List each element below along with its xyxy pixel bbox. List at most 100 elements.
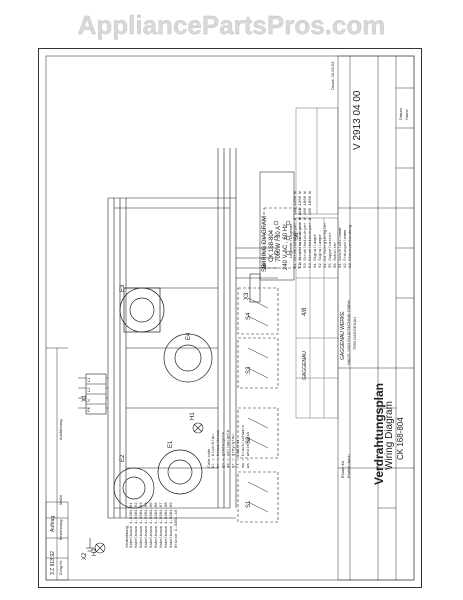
wiring-list-item: Kabelbaum 1-9381-08	[165, 502, 169, 548]
label-x3: X3	[244, 292, 250, 300]
color-code-item: ge = yellow/gelb	[227, 429, 231, 468]
strip-version: Ausführung	[58, 419, 63, 440]
ground-symbols	[86, 538, 94, 552]
label-s5: S5	[262, 264, 268, 272]
connector-x3	[249, 273, 261, 303]
label-h2: H2	[92, 548, 98, 556]
label-s6: S6	[294, 232, 300, 240]
legend-title: Legende / Legende	[288, 223, 293, 258]
header-box	[259, 171, 295, 281]
wiring-list-item: Brücke 1-9381-10	[175, 509, 179, 548]
title-en: Wiring Diagram	[384, 401, 395, 470]
wiring-list-item: Kabelbaum 1-9381-03	[140, 502, 144, 548]
strip-order-no: 3 Z 913 92	[50, 551, 56, 575]
switch-s1	[237, 471, 279, 523]
legend-item: S1-S4 Energieregler	[324, 222, 328, 268]
legend-item: X3 Steckverbindung	[349, 224, 353, 268]
wiring-list-item: Kabelbaum 1-9381-09	[170, 502, 174, 548]
label-h1: H1	[190, 412, 196, 420]
switch-s5-s6	[263, 207, 301, 269]
wiring-list-item: Kabelbaum 1-9381-02	[135, 502, 139, 548]
date-label: Datum	[398, 108, 403, 120]
label-e3: E3	[120, 284, 126, 292]
label-x2: X2	[82, 552, 88, 560]
element-e3	[119, 287, 165, 333]
watermark: AppliancePartsPros.com	[77, 10, 386, 40]
legend-item: X2 Erdungsklemme	[344, 229, 348, 268]
lamp-h2	[94, 542, 106, 554]
wiring-diagram-sheet	[38, 48, 422, 588]
printed-date: Druck: 25.03.94	[330, 61, 335, 90]
schematic	[78, 148, 278, 519]
header-line-2: CK 168-804	[269, 229, 275, 262]
terminal-block-x1	[85, 373, 107, 415]
element-e1	[157, 449, 203, 495]
label-s4: S4	[246, 312, 252, 320]
signature-mark: 4/8	[302, 307, 308, 316]
legend-item: E2 Strahlheizkörper Ø 145 1200 W	[299, 191, 303, 268]
signal-lamps	[94, 422, 204, 554]
s5-contacts	[273, 220, 291, 256]
legend-item: E3 Strahlheizkörper Ø 180 1800 W	[304, 191, 308, 268]
lamp-h1	[192, 422, 204, 434]
label-s3: S3	[246, 366, 252, 374]
label-e1: E1	[168, 440, 174, 448]
title-model: CK 168-804	[396, 417, 405, 460]
color-code-item: bl = blue/blau	[212, 434, 216, 468]
bottom-strip	[45, 347, 69, 581]
terminal-n: N	[86, 399, 91, 402]
label-s1: S1	[246, 500, 252, 508]
wiring-list-item: Kabelbaum 1-9381-05	[150, 502, 154, 548]
switch-s3	[237, 337, 279, 389]
legend-item: S6 Schalter	[334, 241, 338, 268]
color-code-item: gr = grey/grau	[232, 434, 236, 468]
company-line-3: 7560 GAGGENAU	[352, 316, 357, 350]
revision-grid	[295, 107, 339, 419]
company-line-2: HAUS- UND FLUGTECHNIK GMBH	[346, 300, 351, 365]
element-e4	[163, 333, 213, 383]
label-e2: E2	[120, 454, 126, 462]
color-code-item: sw = black/schwarz	[242, 424, 246, 468]
terminal-l2: L2	[86, 387, 91, 392]
terminal-pe: PE	[86, 406, 91, 412]
outer-frame	[38, 48, 422, 588]
legend-item: E1 Strahlheizkörper Ø 145 1200 W	[294, 191, 298, 268]
switch-contacts	[247, 297, 269, 513]
label-e4: E4	[186, 332, 192, 340]
color-code-item: rt = red/rot	[237, 439, 241, 468]
strip-order: Auftrag	[50, 515, 56, 532]
name-label: Name	[404, 109, 409, 120]
strip-drawing-no: Zchg.Nr.	[58, 559, 63, 575]
wiring-list-item: Kabelbaum 1-9381-01	[130, 502, 134, 548]
wiring-list-item: Kabelbaum 1-9381-07	[160, 502, 164, 548]
legend-item: H1 Signallampe	[314, 234, 318, 268]
replaces-label: Ersatz für	[340, 460, 345, 478]
wiring-list-title: Verdrahtung	[124, 526, 129, 548]
switch-s4	[237, 287, 279, 335]
legend-item: E4 Strahlheizkörper Ø 180 1800 W	[309, 191, 313, 268]
title-block	[337, 55, 415, 581]
color-code-item: br = brown/braun	[217, 429, 221, 468]
strip-dimensions: Maße	[58, 494, 63, 505]
switch-blocks	[237, 287, 279, 523]
legend-item: X1 Anschlußklemme	[339, 227, 343, 268]
legend-item: S5 Doppeltaster	[329, 231, 333, 268]
header-line-1: WIRING DIAGRAM	[262, 216, 268, 268]
legend-item: H2 Signallampe	[319, 234, 323, 268]
header-line-3: 7000W / 30 A	[276, 225, 282, 262]
heating-elements	[113, 287, 213, 509]
replaced-by-label: Ersetzt durch	[346, 454, 351, 478]
gaggenau-label: GAGGENAU	[302, 351, 308, 380]
wiring-list-item: Kabelbaum 1-9381-06	[155, 502, 159, 548]
watermark-text: AppliancePartsPros.com	[78, 10, 386, 40]
terminal-l1: L1	[86, 377, 91, 382]
drawing-number: V 2913 04 00	[352, 90, 363, 151]
switch-s2	[237, 407, 279, 459]
color-code-item: ws = white/weiß	[247, 431, 251, 468]
color-code-title: Color code	[206, 448, 211, 468]
wiring-list-item: Kabelbaum 1-9381-04	[145, 502, 149, 548]
strip-designation: Benennung	[58, 519, 63, 540]
color-code-item: gn = green/grün	[222, 431, 226, 468]
element-e2	[113, 467, 155, 509]
